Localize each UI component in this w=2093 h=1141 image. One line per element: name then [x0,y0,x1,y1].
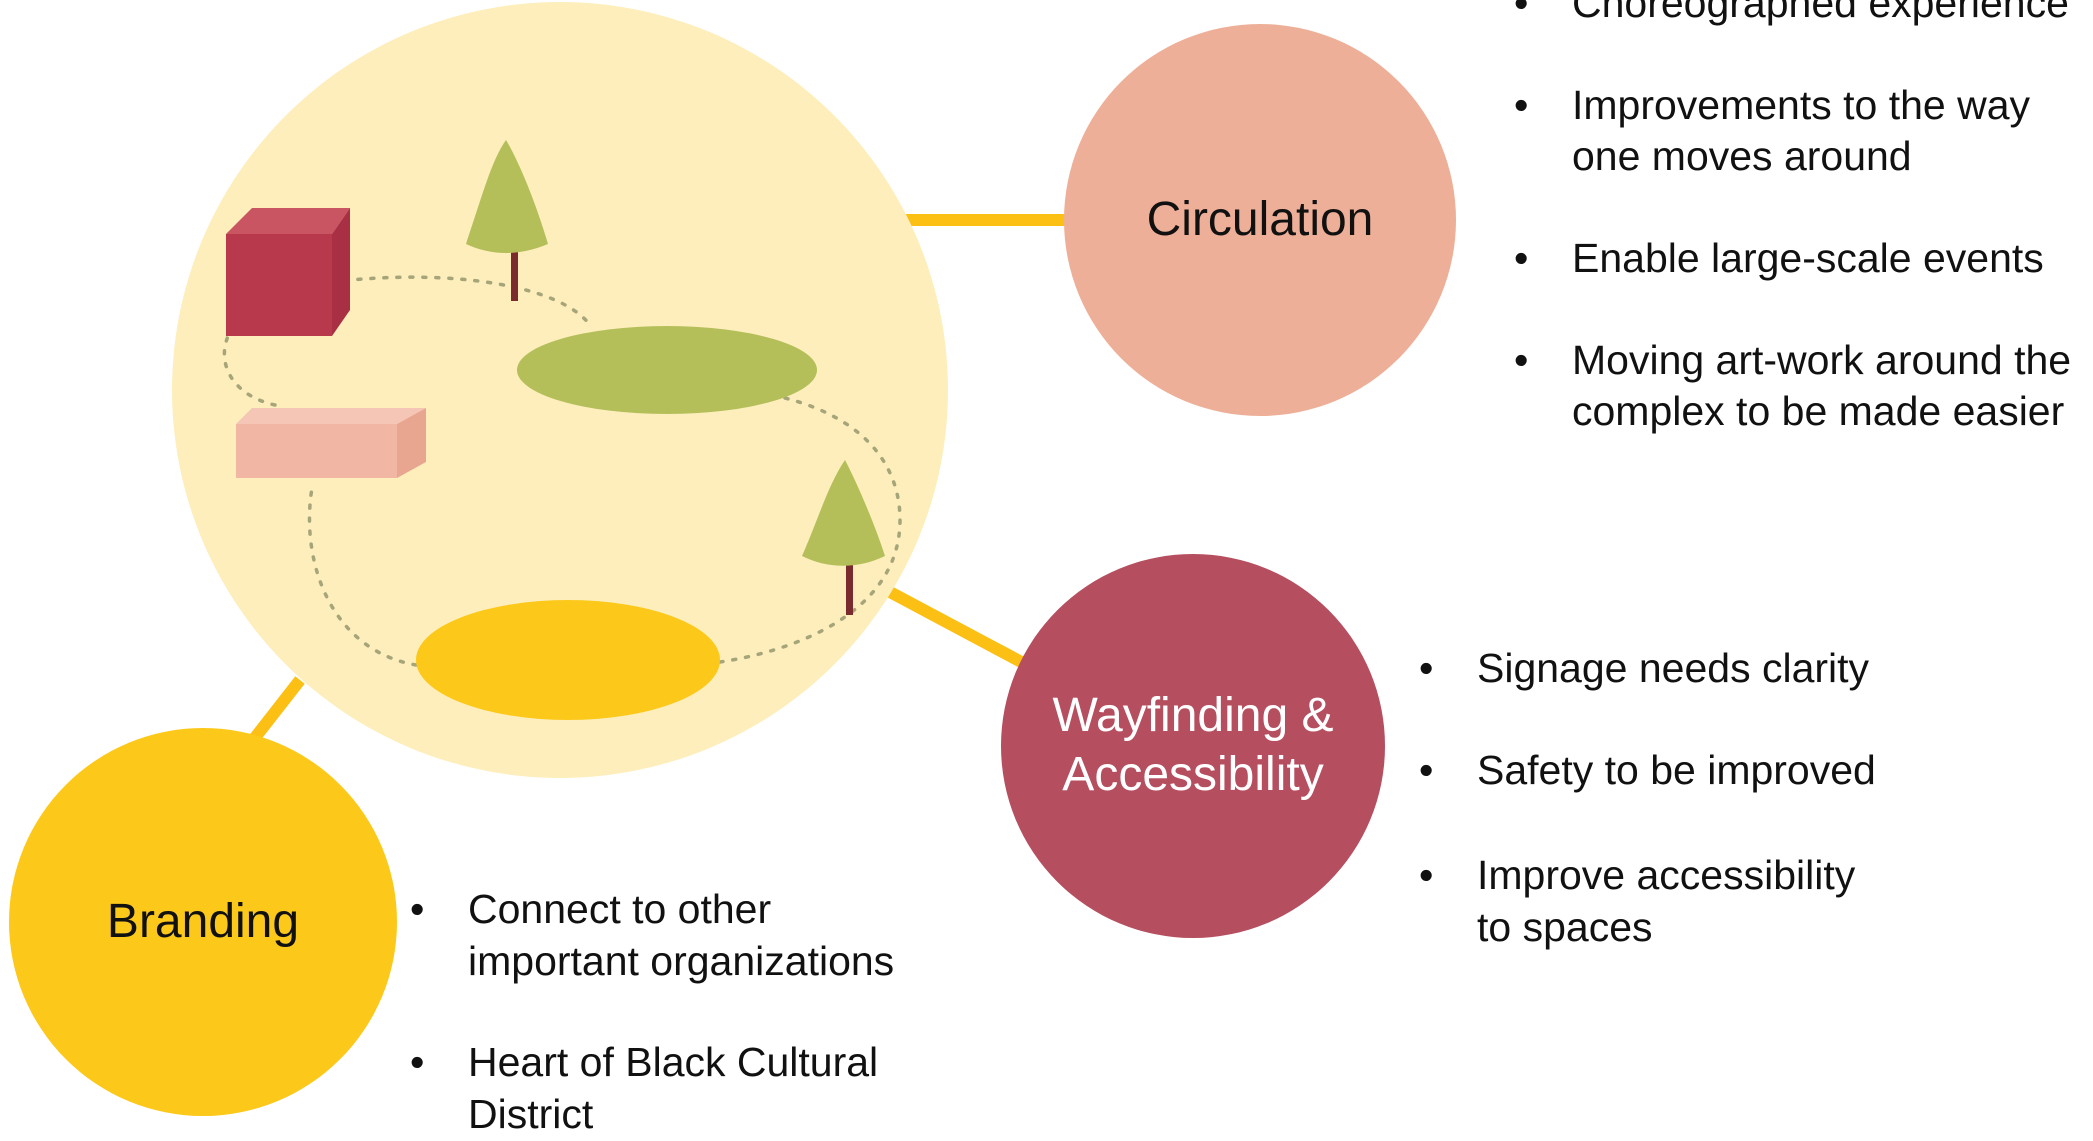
connector-branding [245,676,305,748]
branding-label: Branding [9,728,397,1116]
list-item: Choreographed experience [1514,0,2084,30]
connector-wayfinding [887,586,1028,670]
circulation-circle [1064,24,1456,416]
wayfinding-title-line2: Accessibility [1062,748,1324,801]
circulation-bullet-list: Choreographed experience Improvements to… [1514,0,2084,438]
tree-icon [802,460,885,615]
wayfinding-label: Wayfinding & Accessibility [1001,554,1385,938]
tree-icon [466,140,548,301]
cube-icon [226,208,350,336]
list-item: Signage needs clarity [1419,643,1889,695]
circulation-title: Circulation [1146,193,1374,246]
list-item: Improve accessibility to spaces [1419,850,1889,953]
list-item: Heart of Black Cultural District [410,1037,930,1140]
list-item: Moving art-work around the complex to be… [1514,335,2084,438]
wayfinding-circle [1001,554,1385,938]
plaza-icon [416,600,720,720]
dotted-path [222,275,902,667]
wayfinding-title-line1: Wayfinding & [1052,689,1334,743]
circulation-label: Circulation [1064,24,1456,416]
branding-circle [9,728,397,1116]
list-item: Improvements to the way one moves around [1514,80,2084,183]
block-icon [236,408,426,478]
lawn-icon [517,326,817,414]
list-item: Connect to other important organizations [410,884,930,987]
list-item: Enable large-scale events [1514,233,2084,285]
wayfinding-bullet-list: Signage needs clarity Safety to be impro… [1419,643,1889,954]
branding-title: Branding [106,895,300,948]
branding-bullet-list: Connect to other important organizations… [410,884,930,1141]
list-item: Safety to be improved [1419,745,1889,797]
